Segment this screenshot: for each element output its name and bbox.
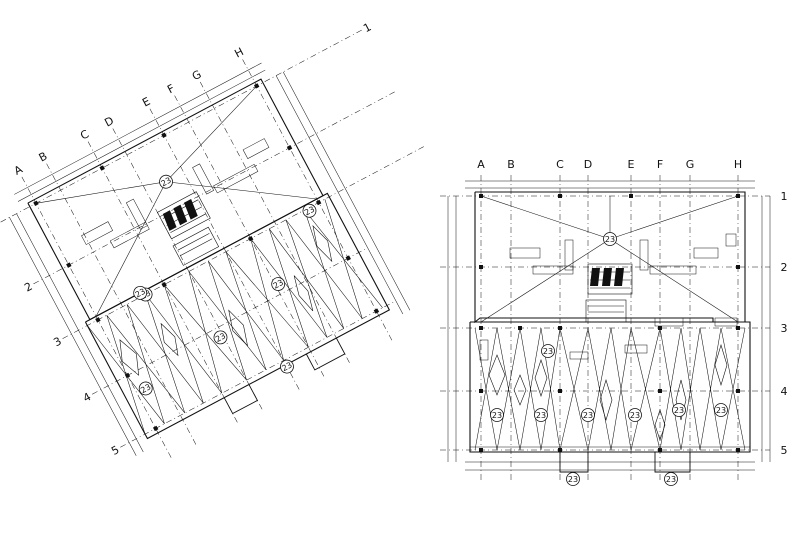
section-tag-label: 23 — [716, 406, 726, 415]
axis-row-3: 3 — [781, 322, 788, 335]
section-tags-right: 23 23 23 23 23 23 23 23 23 23 — [490, 232, 728, 486]
section-tag-label: 23 — [630, 411, 640, 420]
section-tag: 23 — [541, 344, 555, 358]
axis-col-c: C — [556, 158, 564, 171]
axis-col-a-left: A — [12, 162, 25, 177]
section-tag-label: 23 — [160, 176, 173, 189]
diamonds-right — [488, 343, 728, 441]
roof-lines-lower — [474, 327, 746, 451]
axis-col-g: G — [686, 158, 695, 171]
section-tag-label: 23 — [303, 205, 316, 218]
axis-row-5: 5 — [781, 444, 788, 457]
section-tag-label: 23 — [214, 331, 227, 344]
axis-col-h: H — [734, 158, 742, 171]
section-tag-label: 23 — [281, 360, 294, 373]
section-tag: 23 — [280, 359, 294, 374]
dimension-lines-right — [447, 180, 771, 471]
section-tag-label: 23 — [272, 278, 285, 291]
axis-col-e: E — [628, 158, 635, 171]
row-axis-labels-right: 1 2 3 4 5 — [781, 190, 788, 457]
section-tag: 23 — [138, 381, 153, 396]
dimension-lines-left — [9, 62, 411, 456]
section-tag: 23 — [714, 403, 728, 417]
axis-row-1: 1 — [781, 190, 788, 203]
axis-row-5-left: 5 — [109, 443, 121, 458]
section-tag-label: 23 — [666, 475, 676, 484]
section-tag-label: 23 — [543, 347, 553, 356]
shafts-right — [590, 268, 624, 286]
axis-col-d: D — [584, 158, 592, 171]
axis-col-e-left: E — [140, 95, 152, 110]
axis-col-c-left: C — [78, 127, 91, 142]
grid-lines-left — [0, 29, 425, 460]
axis-col-d-left: D — [102, 114, 116, 129]
lower-block-outline — [469, 321, 751, 453]
section-tag-label: 23 — [674, 406, 684, 415]
plan-right: A B C D E F G H 1 2 3 4 5 23232323232323… — [440, 158, 788, 486]
grid-lines-right — [440, 175, 770, 480]
axis-col-a: A — [477, 158, 485, 171]
beam-labels-right — [479, 233, 738, 361]
section-tag: 23 — [490, 408, 504, 422]
axis-row-3-left: 3 — [51, 335, 63, 350]
section-tag: 23 — [566, 472, 580, 486]
section-tag-label: 23 — [583, 411, 593, 420]
axis-col-f: F — [657, 158, 663, 171]
section-tag: 23 — [664, 472, 678, 486]
axis-col-g-left: G — [190, 68, 204, 83]
axis-col-h-left: H — [232, 45, 245, 60]
section-tag: 23 — [302, 203, 317, 218]
section-tag: 23 — [213, 330, 228, 345]
axis-row-2: 2 — [781, 261, 788, 274]
axis-row-1-left: 1 — [361, 20, 373, 35]
axis-col-b-left: B — [37, 150, 50, 165]
axis-col-f-left: F — [165, 82, 177, 96]
axis-row-4: 4 — [781, 385, 788, 398]
columns-right — [479, 194, 740, 452]
section-tag-label: 23 — [492, 411, 502, 420]
section-tag-label: 23 — [605, 235, 615, 244]
section-tag-label: 23 — [139, 382, 152, 395]
section-tag: 23 — [603, 232, 617, 246]
axis-row-2-left: 2 — [22, 280, 34, 295]
section-tag: 23 — [271, 277, 286, 291]
axis-col-b: B — [507, 158, 515, 171]
column-axis-labels-right: A B C D E F G H — [477, 158, 742, 171]
section-tag: 23 — [133, 285, 148, 300]
axis-row-4-left: 4 — [81, 390, 93, 405]
section-tag-label: 23 — [134, 287, 147, 300]
section-tag: 23 — [628, 408, 642, 422]
section-tag-label: 23 — [568, 475, 578, 484]
section-tag-label: 23 — [536, 411, 546, 420]
plan-left: A B C D E F G H 1 2 3 4 5 23 23 23 23 23 23 23… — [0, 20, 425, 460]
section-tag: 23 — [581, 408, 595, 422]
section-tag: 23 — [159, 174, 173, 189]
section-tag: 23 — [534, 408, 548, 422]
section-tag: 23 — [672, 403, 686, 417]
roof-lines-upper — [480, 195, 739, 323]
